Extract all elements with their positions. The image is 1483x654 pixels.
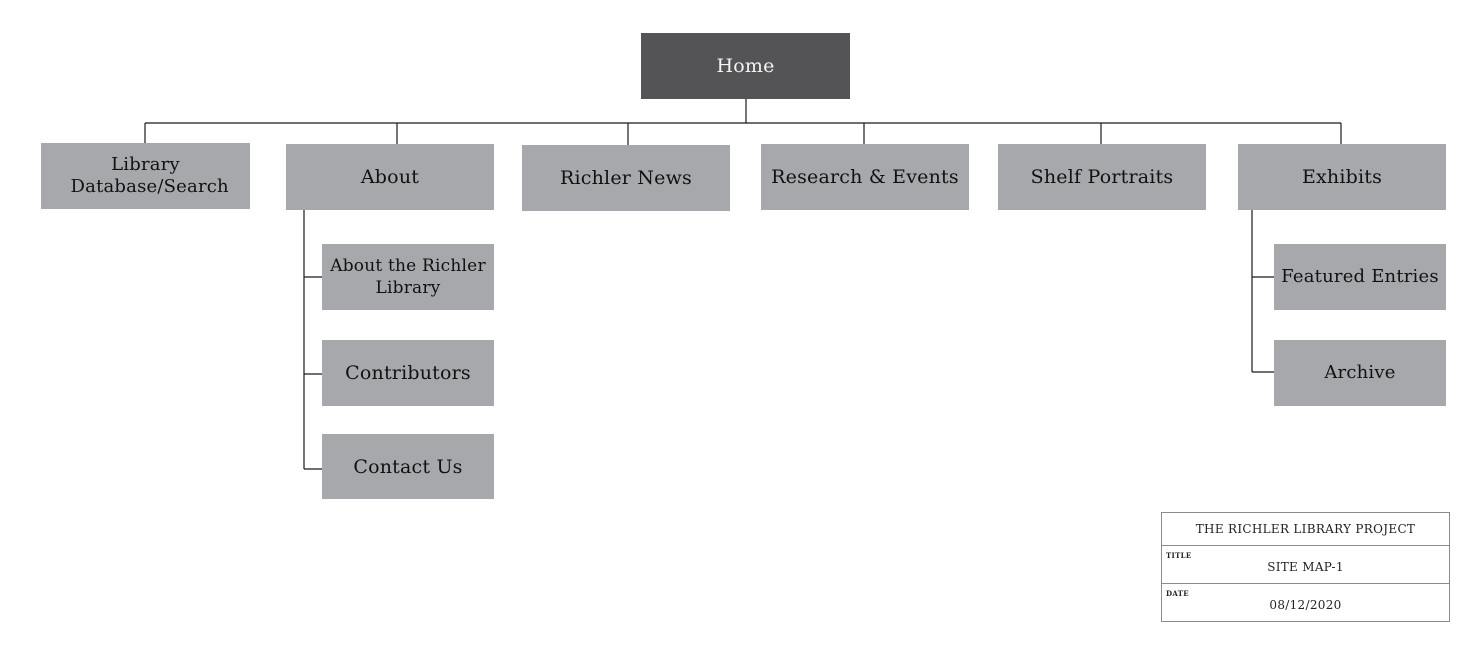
title-block-date: 08/12/2020 bbox=[1269, 598, 1342, 612]
node-about-the-richler-library-label: About the Richler Library bbox=[330, 256, 486, 298]
title-block-title: SITE MAP-1 bbox=[1267, 560, 1344, 574]
node-contributors: Contributors bbox=[322, 340, 494, 406]
title-block-project: THE RICHLER LIBRARY PROJECT bbox=[1195, 522, 1416, 536]
node-library-search: Library Database/Search bbox=[41, 143, 250, 209]
node-research-events: Research & Events bbox=[761, 144, 969, 210]
node-home-label: Home bbox=[716, 55, 775, 77]
node-exhibits-label: Exhibits bbox=[1301, 166, 1383, 188]
node-featured-entries: Featured Entries bbox=[1274, 244, 1446, 310]
title-block-title-row: TITLE SITE MAP-1 bbox=[1162, 546, 1449, 584]
node-contact-us: Contact Us bbox=[322, 434, 494, 499]
title-block-title-label: TITLE bbox=[1166, 551, 1192, 560]
node-research-events-label: Research & Events bbox=[771, 166, 959, 188]
node-contributors-label: Contributors bbox=[345, 362, 471, 384]
title-block-date-row: DATE 08/12/2020 bbox=[1162, 584, 1449, 622]
node-archive-label: Archive bbox=[1324, 362, 1396, 383]
node-contact-us-label: Contact Us bbox=[353, 455, 463, 478]
node-archive: Archive bbox=[1274, 340, 1446, 406]
node-shelf-portraits: Shelf Portraits bbox=[998, 144, 1206, 210]
node-exhibits: Exhibits bbox=[1238, 144, 1446, 210]
node-richler-news: Richler News bbox=[522, 145, 730, 211]
node-about-label: About bbox=[360, 166, 420, 188]
node-home: Home bbox=[641, 33, 850, 99]
title-block-project-row: THE RICHLER LIBRARY PROJECT bbox=[1162, 513, 1449, 546]
node-about-the-richler-library: About the Richler Library bbox=[322, 244, 494, 310]
title-block-date-label: DATE bbox=[1166, 589, 1189, 598]
title-block: THE RICHLER LIBRARY PROJECT TITLE SITE M… bbox=[1161, 512, 1450, 622]
node-richler-news-label: Richler News bbox=[560, 167, 692, 189]
node-featured-entries-label: Featured Entries bbox=[1281, 266, 1439, 287]
node-about: About bbox=[286, 144, 494, 210]
node-shelf-portraits-label: Shelf Portraits bbox=[1030, 166, 1174, 188]
node-library-search-label: Library Database/Search bbox=[70, 154, 229, 197]
